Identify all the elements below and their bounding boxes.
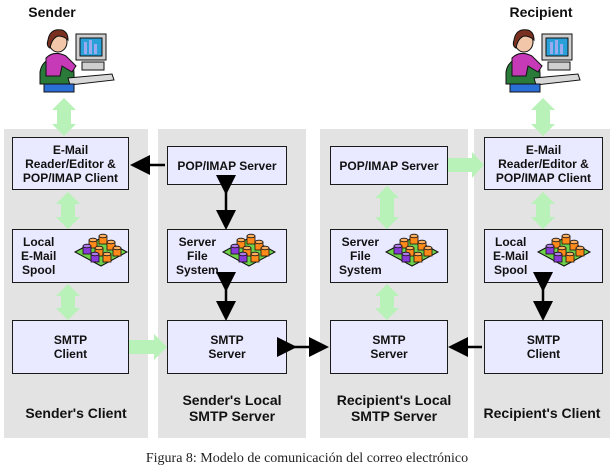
sender-server-title: Sender's Local SMTP Server xyxy=(182,392,282,424)
recipient-local-spool-box: Local E-Mail Spool xyxy=(484,229,603,283)
sender-label: Sender xyxy=(28,4,76,20)
recipient-smtp-client-label: SMTP Client xyxy=(526,333,561,361)
recipient-client-title: Recipient's Client xyxy=(483,405,601,421)
recipient-pop-imap-server-label: POP/IMAP Server xyxy=(339,158,439,173)
recipient-file-system-box: Server File System xyxy=(330,229,448,283)
sender-local-spool-label: Local E-Mail Spool xyxy=(21,235,57,277)
sender-file-system-label: Server File System xyxy=(176,235,219,277)
sender-local-spool-box: Local E-Mail Spool xyxy=(12,229,129,283)
sender-smtp-server-box: SMTP Server xyxy=(167,320,287,374)
figure-caption: Figura 8: Modelo de comunicación del cor… xyxy=(145,451,469,466)
sender-smtp-server-label: SMTP Server xyxy=(208,333,246,361)
recipient-reader-editor-label: E-Mail Reader/Editor & POP/IMAP Client xyxy=(495,142,592,185)
sender-smtp-client-box: SMTP Client xyxy=(12,320,129,374)
recipient-smtp-server-box: SMTP Server xyxy=(330,320,448,374)
sender-client-title: Sender's Client xyxy=(25,405,127,421)
recipient-reader-editor-box: E-Mail Reader/Editor & POP/IMAP Client xyxy=(484,137,603,190)
sender-pop-imap-server-label: POP/IMAP Server xyxy=(177,158,277,173)
recipient-server-title: Recipient's Local SMTP Server xyxy=(336,392,452,424)
recipient-smtp-client-box: SMTP Client xyxy=(484,320,603,374)
recipient-pop-imap-server-box: POP/IMAP Server xyxy=(330,146,448,185)
recipient-local-spool-label: Local E-Mail Spool xyxy=(493,235,529,277)
sender-reader-editor-label: E-Mail Reader/Editor & POP/IMAP Client xyxy=(22,142,119,185)
sender-file-system-box: Server File System xyxy=(167,229,287,283)
sender-smtp-client-label: SMTP Client xyxy=(53,333,88,361)
sender-reader-editor-box: E-Mail Reader/Editor & POP/IMAP Client xyxy=(12,137,129,190)
recipient-label: Recipient xyxy=(509,4,573,20)
recipient-smtp-server-label: SMTP Server xyxy=(370,333,408,361)
recipient-file-system-label: Server File System xyxy=(339,235,382,277)
sender-pop-imap-server-box: POP/IMAP Server xyxy=(167,146,287,185)
